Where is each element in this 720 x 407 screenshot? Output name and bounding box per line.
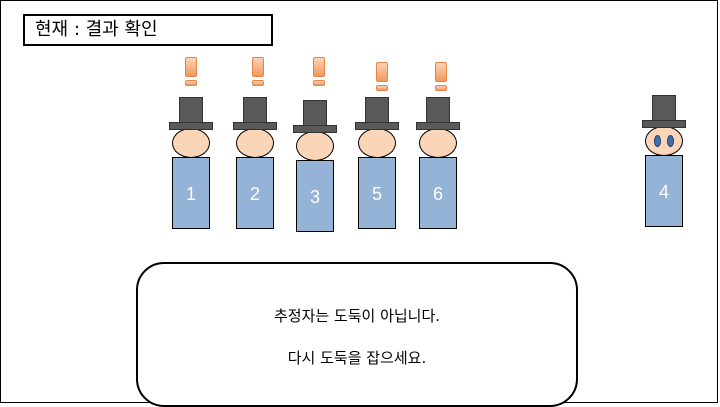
suspect-3[interactable]: 3 — [293, 100, 337, 234]
exclamation-icon — [185, 57, 197, 87]
suspect-2[interactable]: 2 — [233, 97, 277, 231]
suspect-number: 6 — [419, 157, 457, 229]
suspect-face — [358, 128, 396, 158]
suspect-face — [296, 131, 334, 161]
suspect-5[interactable]: 5 — [355, 97, 399, 231]
result-dialog: 추정자는 도둑이 아닙니다. 다시 도둑을 잡으세요. — [136, 262, 578, 407]
exclamation-icon — [252, 57, 264, 87]
suspect-1[interactable]: 1 — [169, 97, 213, 231]
suspect-number: 2 — [236, 157, 274, 229]
top-hat-icon — [293, 100, 337, 133]
dialog-line-2: 다시 도둑을 잡으세요. — [287, 349, 427, 367]
top-hat-icon — [642, 95, 686, 128]
top-hat-icon — [233, 97, 277, 130]
eye-icon — [667, 135, 674, 147]
suspect-number: 4 — [645, 155, 683, 227]
suspect-6[interactable]: 6 — [416, 97, 460, 231]
top-hat-icon — [416, 97, 460, 130]
exclamation-icon — [376, 62, 388, 92]
top-hat-icon — [355, 97, 399, 130]
suspect-face — [236, 128, 274, 158]
exclamation-icon — [313, 57, 325, 87]
eye-icon — [654, 135, 661, 147]
dialog-line-1: 추정자는 도둑이 아닙니다. — [273, 307, 441, 325]
suspect-face — [419, 128, 457, 158]
suspect-number: 5 — [358, 157, 396, 229]
exclamation-icon — [435, 62, 447, 92]
suspect-number: 3 — [296, 160, 334, 232]
suspect-number: 1 — [172, 157, 210, 229]
suspect-face — [645, 126, 683, 156]
accused-suspect-4[interactable]: 4 — [642, 95, 686, 229]
suspect-face — [172, 128, 210, 158]
top-hat-icon — [169, 97, 213, 130]
phase-status-label: 현재 : 결과 확인 — [23, 14, 273, 46]
